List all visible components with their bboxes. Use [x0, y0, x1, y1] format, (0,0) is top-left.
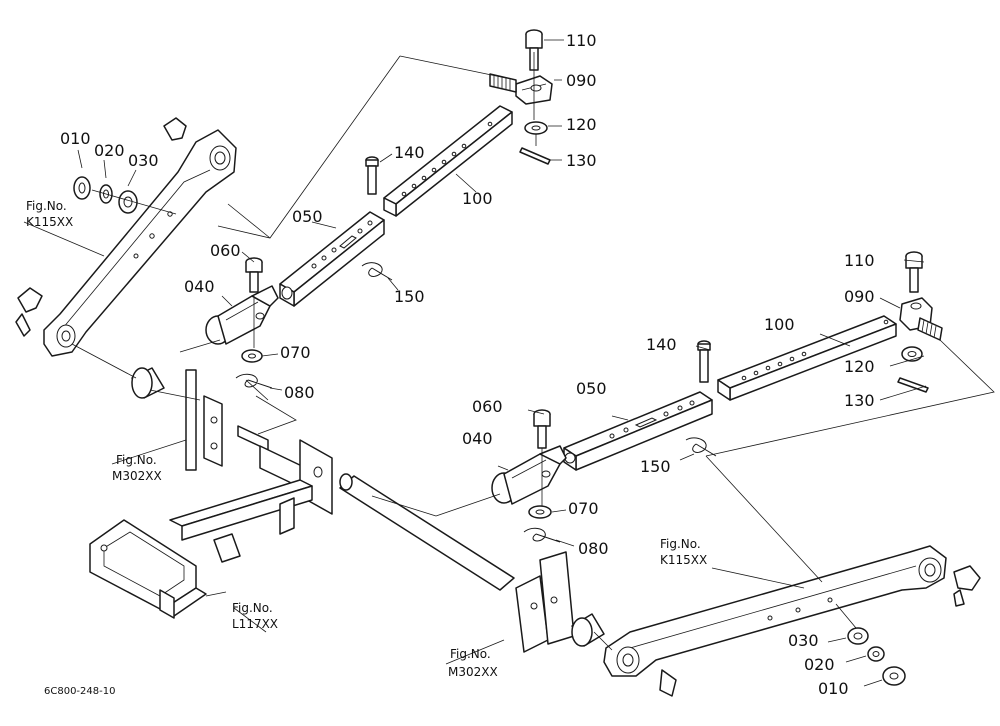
ref-label-020: 020	[94, 141, 125, 160]
pin-140-left	[365, 156, 379, 195]
assembly-lines	[71, 55, 995, 651]
ref-label-070: 070	[568, 499, 599, 518]
ref-label-110: 110	[844, 251, 875, 270]
lower-link-arm-left	[15, 117, 237, 357]
ref-label-080: 080	[284, 383, 315, 402]
bracket-m302-left	[185, 369, 269, 471]
figure-ref-number: M302XX	[448, 665, 498, 679]
ref-label-010: 010	[818, 679, 849, 698]
ref-label-100: 100	[764, 315, 795, 334]
ref-label-140: 140	[394, 143, 425, 162]
cross-shaft	[339, 473, 515, 591]
figure-reference-labels: Fig.No. K115XX Fig.No. M302XX Fig.No. L1…	[26, 199, 707, 679]
bracket-m302-right	[515, 551, 575, 653]
part-number-labels: 110 090 120 130 100 140 050 060 040 150 …	[60, 31, 875, 698]
ref-label-110: 110	[566, 31, 597, 50]
figure-ref-m302xx-left: Fig.No. M302XX	[112, 453, 162, 483]
washer-set-left	[73, 176, 138, 214]
ref-label-070: 070	[280, 343, 311, 362]
figure-ref-number: L117XX	[232, 617, 278, 631]
pin-060-right	[533, 409, 551, 449]
yoke-090-right	[899, 297, 943, 341]
figure-ref-number: K115XX	[26, 215, 73, 229]
lower-link-arm-right	[603, 545, 981, 697]
ref-label-050: 050	[292, 207, 323, 226]
lift-rod-bar-100-left	[383, 105, 513, 217]
yoke-090-top	[489, 73, 553, 105]
bushing-left	[131, 367, 165, 399]
pin-060-left	[245, 257, 263, 293]
figure-ref-k115xx-left: Fig.No. K115XX	[26, 199, 73, 229]
ref-label-130: 130	[844, 391, 875, 410]
washer-120-right	[901, 346, 923, 362]
pin-140-right	[697, 340, 711, 383]
clevis-040-right	[491, 445, 567, 505]
figure-ref-k115xx-right: Fig.No. K115XX	[660, 537, 707, 567]
drawbar-frame	[89, 439, 333, 619]
clip-150-left	[361, 262, 393, 281]
bushing-right	[571, 613, 605, 647]
washer-120-top	[524, 121, 548, 135]
washer-set-right	[847, 627, 906, 686]
cotter-130-right	[897, 377, 929, 393]
washer-070-right	[528, 505, 552, 519]
figure-ref-caption: Fig.No.	[232, 601, 273, 615]
ref-label-040: 040	[184, 277, 215, 296]
ref-label-010: 010	[60, 129, 91, 148]
ref-label-050: 050	[576, 379, 607, 398]
cotter-130-top	[519, 147, 551, 165]
figure-ref-number: M302XX	[112, 469, 162, 483]
lift-rod-tube-050-left	[279, 211, 385, 307]
figure-ref-caption: Fig.No.	[26, 199, 67, 213]
ref-label-020: 020	[804, 655, 835, 674]
clip-080-right	[523, 527, 561, 543]
ref-label-040: 040	[462, 429, 493, 448]
clip-080-left	[235, 373, 273, 389]
clevis-040-left	[205, 285, 279, 345]
ref-label-060: 060	[472, 397, 503, 416]
ref-label-090: 090	[844, 287, 875, 306]
ref-label-100: 100	[462, 189, 493, 208]
figure-ref-m302xx-right: Fig.No. M302XX	[448, 647, 498, 679]
washer-070-left	[241, 349, 263, 363]
figure-ref-caption: Fig.No.	[450, 647, 491, 661]
drawing-code: 6C800-248-10	[44, 686, 115, 697]
ref-label-120: 120	[566, 115, 597, 134]
figure-ref-number: K115XX	[660, 553, 707, 567]
lift-rod-tube-050-right	[563, 391, 713, 471]
ref-label-150: 150	[640, 457, 671, 476]
figure-ref-caption: Fig.No.	[116, 453, 157, 467]
pin-110-right	[905, 251, 923, 293]
ref-label-090: 090	[566, 71, 597, 90]
ref-label-150: 150	[394, 287, 425, 306]
ref-label-140: 140	[646, 335, 677, 354]
clip-150-right	[685, 437, 717, 457]
ref-label-030: 030	[788, 631, 819, 650]
ref-label-060: 060	[210, 241, 241, 260]
ref-label-080: 080	[578, 539, 609, 558]
callout-leaders	[23, 39, 927, 687]
ref-label-120: 120	[844, 357, 875, 376]
ref-label-130: 130	[566, 151, 597, 170]
lift-rod-bar-100-right	[717, 315, 897, 401]
figure-ref-caption: Fig.No.	[660, 537, 701, 551]
ref-label-030: 030	[128, 151, 159, 170]
figure-ref-l117xx: Fig.No. L117XX	[232, 601, 278, 631]
